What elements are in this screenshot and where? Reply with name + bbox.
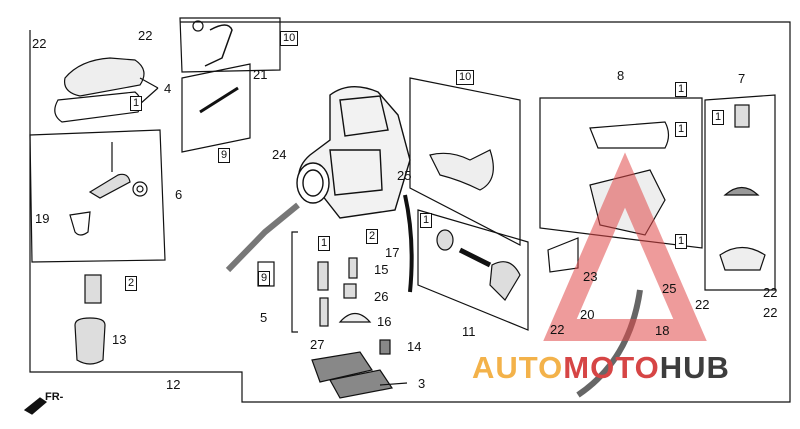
needle-parts-bracket: [291, 231, 298, 333]
callout-21: 21: [253, 67, 268, 82]
diaphragm-box: [704, 94, 776, 291]
callout-12: 12: [166, 377, 181, 392]
callout-1-boxed: 1: [712, 110, 725, 125]
callout-19: 19: [35, 211, 50, 226]
air-cover-part: [63, 57, 145, 97]
callout-9-boxed: 9: [258, 271, 271, 286]
callout-27: 27: [310, 337, 325, 352]
callout-22: 22: [763, 305, 778, 320]
watermark-triangle: [543, 152, 707, 341]
callout-20: 20: [580, 307, 595, 322]
callout-11: 11: [462, 324, 476, 339]
callout-14: 14: [407, 339, 422, 354]
callout-10-boxed: 10: [280, 31, 299, 46]
callout-25: 25: [397, 168, 412, 183]
callout-13: 13: [112, 332, 127, 347]
hose-18: [576, 289, 643, 398]
callout-18: 18: [655, 323, 670, 338]
callout-1-boxed: 1: [675, 234, 688, 249]
float-parts-box: [29, 129, 166, 263]
callout-1-boxed: 1: [675, 82, 688, 97]
callout-23: 23: [583, 269, 598, 284]
front-arrow: [23, 397, 47, 415]
callout-7: 7: [738, 71, 746, 86]
callout-9-boxed: 9: [218, 148, 231, 163]
front-direction-label: FR-: [45, 391, 64, 403]
watermark-part-hub: HUB: [659, 350, 730, 385]
callout-26: 26: [374, 289, 389, 304]
callout-4: 4: [164, 81, 172, 96]
callout-2-boxed: 2: [366, 229, 379, 244]
callout-22: 22: [138, 28, 153, 43]
callout-5: 5: [260, 310, 268, 325]
callout-3: 3: [418, 376, 426, 391]
callout-17: 17: [385, 245, 400, 260]
callout-10-boxed: 10: [456, 70, 475, 85]
choke-box: [409, 77, 521, 246]
pump-box: [417, 209, 529, 331]
callout-16: 16: [377, 314, 392, 329]
throttle-cable-part: [225, 202, 300, 273]
carburetor-body: [296, 86, 411, 219]
callout-22: 22: [695, 297, 710, 312]
bowl-part-13: [74, 317, 106, 365]
callout-15: 15: [374, 262, 389, 277]
hose-17: [403, 194, 414, 293]
callout-2-boxed: 2: [125, 276, 138, 291]
float-arm-part: [88, 173, 131, 199]
callout-1-boxed: 1: [420, 213, 433, 228]
watermark-text: AUTOMOTOHUB: [472, 350, 730, 386]
callout-22: 22: [550, 322, 565, 337]
watermark-part-moto: MOTO: [563, 350, 660, 385]
callout-1-boxed: 1: [318, 236, 331, 251]
float-chamber-box: [539, 97, 703, 249]
callout-6: 6: [175, 187, 183, 202]
callout-24: 24: [272, 147, 287, 162]
callout-1-boxed: 1: [675, 122, 688, 137]
callout-1-boxed: 1: [130, 96, 143, 111]
assembly-frame-12: [29, 21, 791, 403]
throttle-link-box: [179, 17, 281, 73]
watermark-part-auto: AUTO: [472, 350, 564, 385]
callout-22: 22: [32, 36, 47, 51]
link-spring-box: [181, 63, 251, 153]
cover-gasket-part: [54, 91, 142, 123]
rubber-part-3: [311, 351, 373, 383]
callout-25: 25: [662, 281, 677, 296]
callout-22: 22: [763, 285, 778, 300]
callout-8: 8: [617, 68, 625, 83]
